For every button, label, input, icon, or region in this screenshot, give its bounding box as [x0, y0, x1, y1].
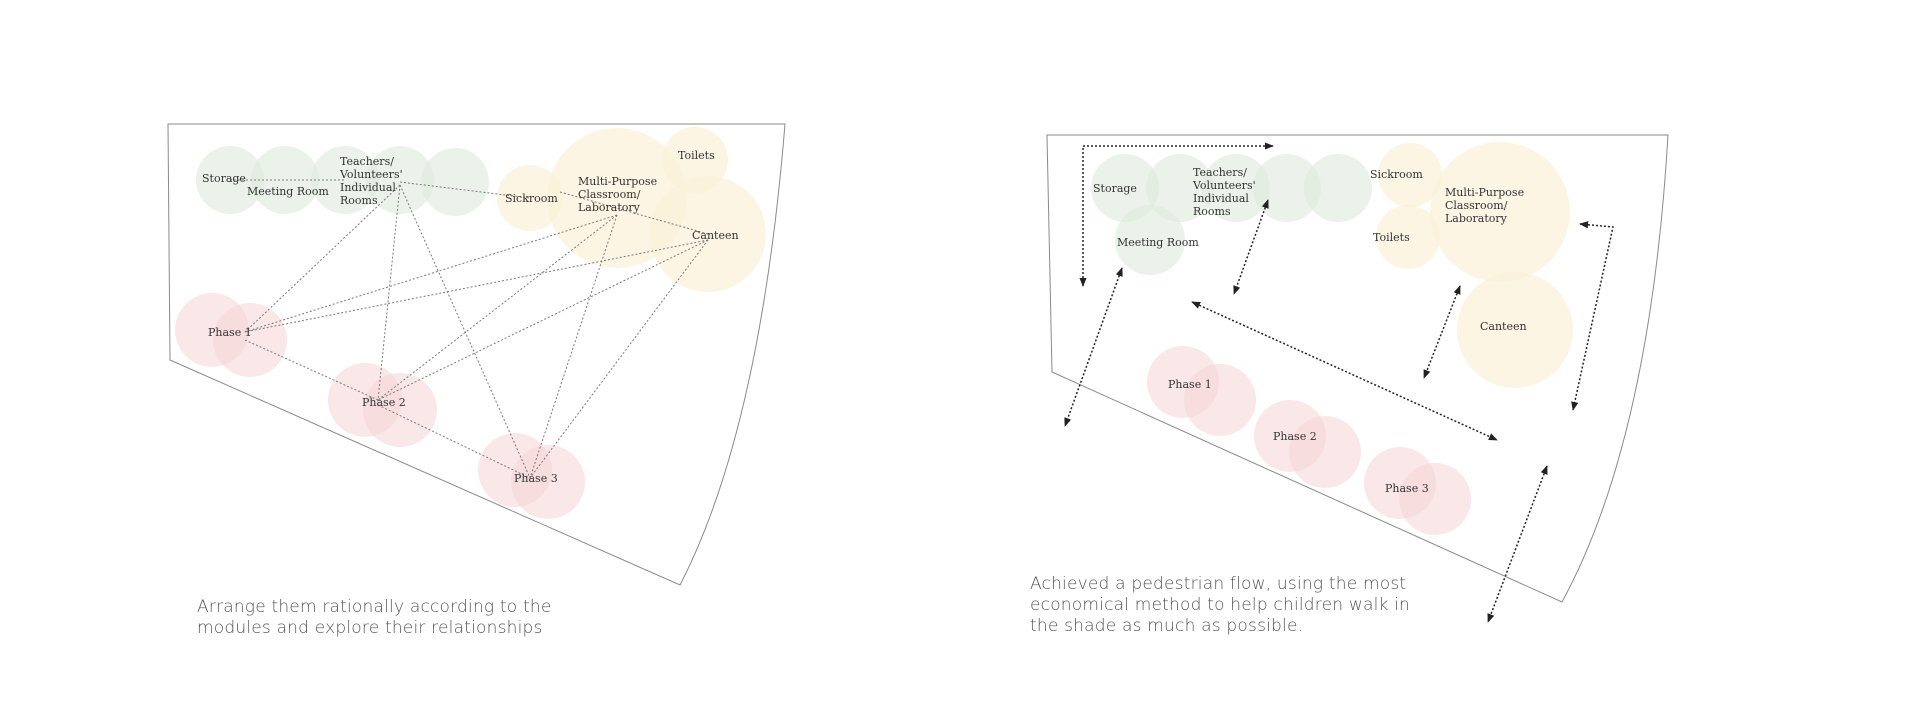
- bubble-phase3-b: [1399, 463, 1471, 535]
- right-caption: Achieved a pedestrian flow, using the mo…: [1030, 574, 1410, 637]
- left-pink-bubbles: [175, 293, 585, 519]
- relation-line: [399, 184, 531, 479]
- bubble-phase1-b: [1184, 364, 1256, 436]
- label-toilets: Toilets: [678, 149, 715, 162]
- right-diagram: Storage Teachers/ Volunteers' Individual…: [1046, 134, 1669, 623]
- right-caption-line3: the shade as much as possible.: [1030, 616, 1304, 636]
- relation-line: [529, 214, 618, 479]
- left-relationship-lines: [230, 179, 709, 479]
- relation-line: [377, 404, 531, 479]
- bubble-sickroom: [497, 165, 563, 231]
- bubble-teachers-4: [1304, 154, 1372, 222]
- left-site-outline: [167, 123, 786, 586]
- left-caption-line2: modules and explore their relationships: [197, 618, 543, 638]
- label-teachers-line3: Individual: [1193, 192, 1249, 205]
- label-phase3: Phase 3: [514, 472, 558, 485]
- label-sickroom: Sickroom: [1370, 168, 1423, 181]
- label-sickroom: Sickroom: [505, 192, 558, 205]
- bubble-phase2-b: [363, 373, 437, 447]
- label-phase1: Phase 1: [1168, 378, 1212, 391]
- label-phase1: Phase 1: [208, 326, 252, 339]
- label-multipurpose-line3: Laboratory: [1445, 212, 1508, 225]
- label-multipurpose: Multi-Purpose Classroom/ Laboratory: [578, 175, 661, 214]
- label-phase3: Phase 3: [1385, 482, 1429, 495]
- label-teachers-line2: Volunteers': [1192, 179, 1256, 192]
- bubble-multipurpose: [1430, 142, 1570, 282]
- label-teachers: Teachers/ Volunteers' Individual Rooms: [339, 155, 406, 207]
- label-meeting-room: Meeting Room: [1117, 236, 1199, 249]
- flow-arrow-toilets: [1423, 285, 1461, 379]
- left-yellow-bubbles: [497, 127, 766, 292]
- label-teachers-line1: Teachers/: [340, 155, 394, 168]
- label-teachers: Teachers/ Volunteers' Individual Rooms: [1192, 166, 1259, 218]
- label-multipurpose-line1: Multi-Purpose: [1445, 186, 1524, 199]
- bubble-sickroom: [1378, 143, 1442, 207]
- label-canteen: Canteen: [692, 229, 739, 242]
- relation-line: [244, 239, 709, 333]
- right-caption-line2: economical method to help children walk …: [1030, 595, 1411, 615]
- left-labels: Storage Meeting Room Teachers/ Volunteer…: [202, 149, 739, 485]
- label-toilets: Toilets: [1373, 231, 1410, 244]
- bubble-phase3-b: [511, 445, 585, 519]
- relation-line: [377, 239, 709, 401]
- flow-arrow-bottom: [1487, 465, 1548, 623]
- label-storage: Storage: [202, 172, 246, 185]
- flow-arrow-canteen-loop: [1571, 221, 1614, 411]
- label-multipurpose-line2: Classroom/: [1445, 199, 1508, 212]
- relation-line: [529, 239, 709, 479]
- flow-arrow-teachers: [1233, 199, 1269, 295]
- label-teachers-line3: Individual: [340, 181, 396, 194]
- relation-line: [244, 214, 618, 333]
- label-teachers-line4: Rooms: [1193, 205, 1231, 218]
- bubble-phase1-b: [213, 303, 287, 377]
- flow-arrow-storage-loop: [1079, 142, 1274, 287]
- relation-line: [559, 191, 709, 235]
- label-teachers-line4: Rooms: [340, 194, 378, 207]
- label-storage: Storage: [1093, 182, 1137, 195]
- label-teachers-line1: Teachers/: [1193, 166, 1247, 179]
- bubble-teachers-3: [421, 148, 489, 216]
- bubble-toilets: [1376, 205, 1440, 269]
- label-phase2: Phase 2: [362, 396, 406, 409]
- relation-line: [244, 339, 379, 401]
- label-multipurpose-line2: Classroom/: [578, 188, 641, 201]
- relation-line: [377, 214, 618, 401]
- bubble-teachers-2: [366, 146, 434, 214]
- label-meeting-room: Meeting Room: [247, 185, 329, 198]
- label-multipurpose-line3: Laboratory: [578, 201, 641, 214]
- label-teachers-line2: Volunteers': [339, 168, 403, 181]
- right-site-outline: [1046, 134, 1669, 603]
- label-phase2: Phase 2: [1273, 430, 1317, 443]
- right-flow-arrows: [1064, 142, 1614, 623]
- bubble-meeting-room: [251, 146, 319, 214]
- label-multipurpose-line1: Multi-Purpose: [578, 175, 657, 188]
- label-multipurpose: Multi-Purpose Classroom/ Laboratory: [1445, 186, 1528, 225]
- left-caption-line1: Arrange them rationally according to the: [197, 597, 552, 617]
- left-diagram: Storage Meeting Room Teachers/ Volunteer…: [167, 123, 786, 586]
- right-labels: Storage Teachers/ Volunteers' Individual…: [1093, 166, 1528, 495]
- relation-line: [377, 184, 401, 401]
- bubble-teachers-1: [311, 146, 379, 214]
- right-caption-line1: Achieved a pedestrian flow, using the mo…: [1030, 574, 1407, 594]
- relation-line: [399, 181, 531, 199]
- bubble-phase2-b: [1289, 416, 1361, 488]
- left-caption: Arrange them rationally according to the…: [197, 597, 552, 639]
- flow-arrow-meeting-room: [1064, 267, 1123, 427]
- label-canteen: Canteen: [1480, 320, 1527, 333]
